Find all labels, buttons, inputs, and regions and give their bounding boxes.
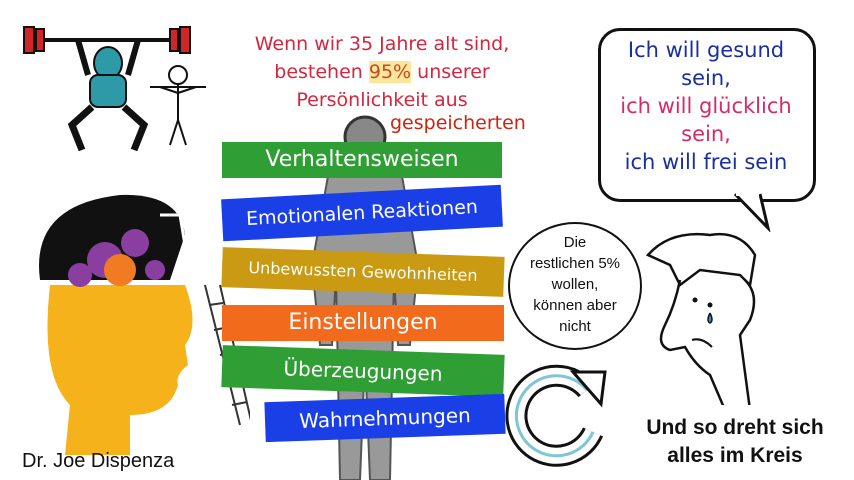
headline-line: Persönlichkeit aus: [296, 89, 468, 111]
caption-line: Und so dreht sich: [646, 416, 824, 439]
sad-man-illustration: [645, 232, 757, 405]
cycle-arrow-icon: [505, 364, 607, 467]
banner-wahrnehmungen: Wahrnehmungen: [264, 393, 506, 443]
highlight-percentage: 95%: [368, 61, 412, 83]
speech-bubble: [598, 28, 816, 202]
circle-line: restlichen 5%: [529, 255, 621, 272]
circle-line: wollen,: [551, 276, 599, 293]
head-gears-illustration: [39, 194, 250, 455]
thought-circle-text: Die restlichen 5% wollen, können aber ni…: [508, 232, 642, 337]
headline-text: bestehen: [274, 61, 363, 83]
thought-circle: [508, 222, 642, 350]
banner-ueberzeugungen: Überzeugungen: [221, 345, 505, 397]
speech-bubble-tail: [733, 192, 771, 232]
caption-line: alles im Kreis: [667, 444, 803, 467]
headline: Wenn wir 35 Jahre alt sind, bestehen 95%…: [222, 30, 542, 114]
headline-line: Wenn wir 35 Jahre alt sind,: [254, 33, 510, 55]
speech-bubble-text: Ich will gesund sein, ich will glücklich…: [600, 36, 812, 176]
weightlifter-illustration: [23, 26, 206, 152]
author-name: Dr. Joe Dispenza: [22, 450, 175, 472]
speech-line: sein,: [681, 66, 731, 90]
headline-line: bestehen 95% unserer: [222, 58, 542, 86]
circle-line: können aber: [533, 297, 617, 314]
speech-line: ich will glücklich: [620, 94, 792, 118]
speech-line: ich will frei sein: [624, 150, 788, 174]
headline-continuation: gespeicherten: [390, 112, 526, 134]
banner-emotionale-reaktionen: Emotionalen Reaktionen: [221, 184, 503, 242]
banner-unbewusste-gewohnheiten: Unbewussten Gewohnheiten: [221, 247, 505, 297]
speech-line: Ich will gesund: [627, 38, 785, 62]
speech-line: sein,: [681, 122, 731, 146]
headline-text: unserer: [417, 61, 490, 83]
banner-einstellungen: Einstellungen: [222, 305, 504, 341]
circle-line: nicht: [559, 318, 591, 335]
banner-verhaltensweisen: Verhaltensweisen: [222, 142, 502, 178]
caption: Und so dreht sich alles im Kreis: [620, 414, 850, 470]
circle-line: Die: [563, 234, 587, 251]
